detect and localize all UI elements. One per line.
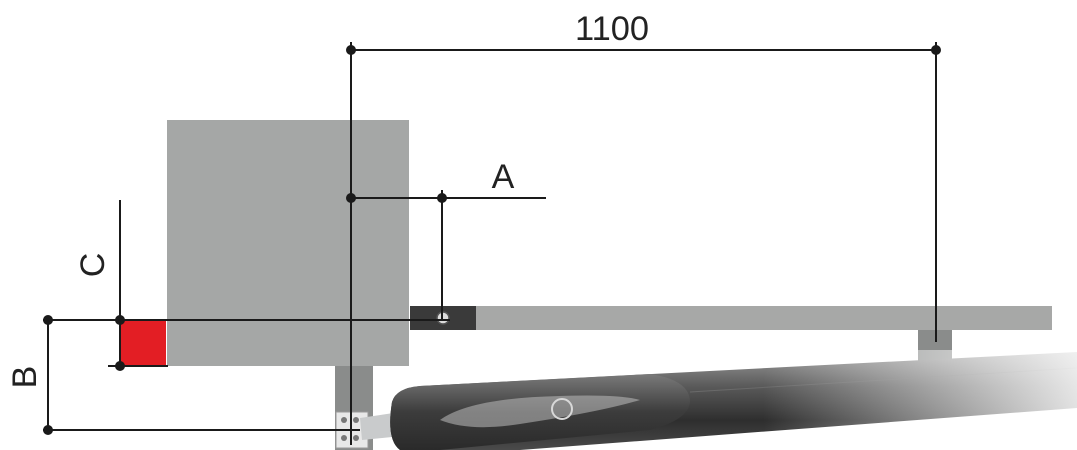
dimension-dot: [346, 45, 356, 55]
dimension-dot: [43, 315, 53, 325]
dimension-b-label: B: [6, 366, 44, 389]
dimension-dot: [43, 425, 53, 435]
dimension-dot: [931, 45, 941, 55]
dimension-a-label: A: [492, 158, 515, 196]
dimension-c-label: C: [74, 253, 112, 278]
dimension-1100-label: 1100: [575, 10, 649, 48]
dimension-dot: [115, 315, 125, 325]
gate-leaf: [410, 306, 1052, 330]
bracket-hole: [353, 435, 359, 441]
dimension-dot: [437, 193, 447, 203]
bracket-hole: [341, 435, 347, 441]
operator-fade: [380, 350, 1077, 450]
dimension-dot: [115, 361, 125, 371]
red-marker-block: [120, 320, 166, 365]
dimension-dot: [346, 193, 356, 203]
bracket-hole: [353, 417, 359, 423]
bracket-hole: [341, 417, 347, 423]
pillar: [167, 120, 409, 366]
